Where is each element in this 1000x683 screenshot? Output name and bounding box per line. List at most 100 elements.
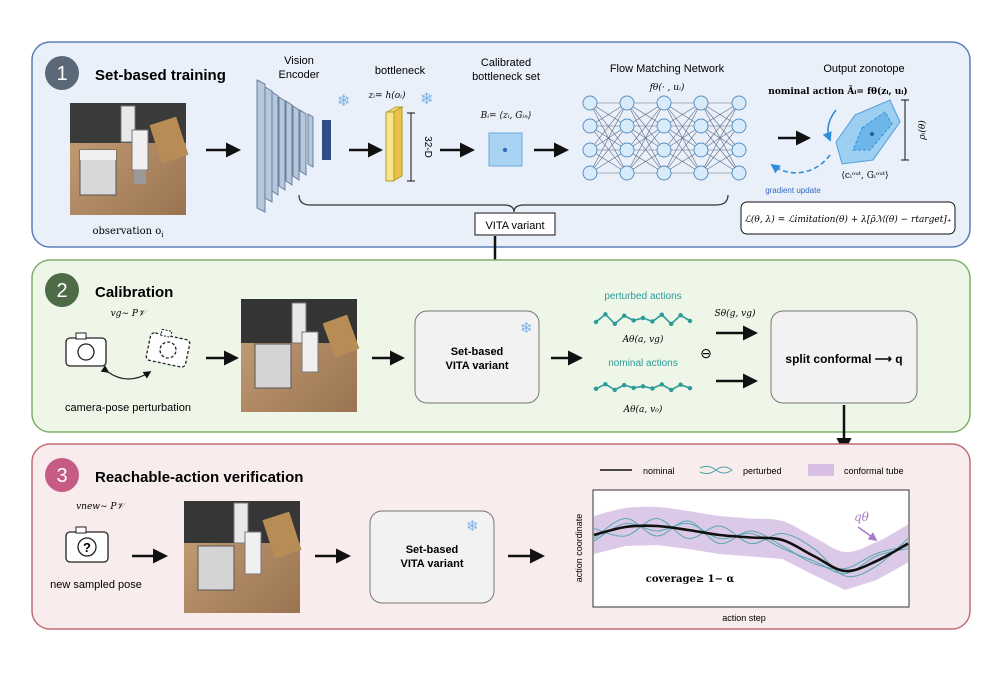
chart-plot xyxy=(593,506,909,590)
panel-set-based-training: 1 Set-based training observation oi xyxy=(31,41,971,248)
panel-calibration: 2 Calibration vg∼ P𝒱 camera-pose perturb… xyxy=(31,259,971,433)
nominal-action-point-9 xyxy=(678,382,683,387)
vita-variant-box xyxy=(474,212,556,236)
legend-perturbed: perturbed xyxy=(743,466,782,476)
vita-variant-label: VITA variant xyxy=(485,220,544,232)
perturbed-actions-label: perturbed actions xyxy=(604,291,681,302)
observation-label: observation oi xyxy=(93,226,165,239)
nominal-action-point-0 xyxy=(593,386,599,391)
nn-neuron-0-2 xyxy=(582,142,598,158)
perturbed-action-point-7 xyxy=(659,312,664,317)
chart-legend: nominal perturbed conformal tube xyxy=(600,464,904,476)
flow-matching-network xyxy=(582,95,747,181)
new-sample-eq: vnew∼ P𝒱 xyxy=(76,502,127,512)
nominal-action-point-3 xyxy=(622,382,627,388)
perturbed-eq: Aθ(a, vg) xyxy=(622,334,664,345)
perturbed-action-point-3 xyxy=(622,313,627,318)
perturbed-action-point-2 xyxy=(612,321,617,327)
calib-set-eq: Bᵢ= ⟨zᵢ, Gᵢₙ⟩ xyxy=(480,111,532,121)
bottleneck-eq: zᵢ= h(oᵢ) xyxy=(367,90,405,101)
panel3-number-badge xyxy=(45,458,79,492)
encoder-label-2: Encoder xyxy=(279,69,320,81)
q-label: qθ xyxy=(854,510,870,524)
perturbed-action-point-5 xyxy=(640,315,646,321)
verify-model-label-2: VITA variant xyxy=(401,558,464,570)
nominal-action-point-1 xyxy=(603,381,608,387)
bottleneck-vector xyxy=(385,106,404,182)
nominal-action-point-6 xyxy=(650,386,655,391)
zonotope-label: Output zonotope xyxy=(823,63,904,75)
dim-label: 32-D xyxy=(422,136,433,158)
perturbed-observation-image xyxy=(241,299,360,412)
encoder-label-1: Vision xyxy=(284,55,314,67)
nominal-action-point-4 xyxy=(631,385,636,391)
minus-symbol: ⊖ xyxy=(700,345,712,361)
perturbed-action-point-10 xyxy=(687,318,693,324)
nn-neuron-1-2 xyxy=(619,142,635,158)
nn-neuron-4-1 xyxy=(731,118,747,134)
panel2-title: Calibration xyxy=(95,284,173,301)
vision-encoder xyxy=(256,79,331,213)
nn-neuron-2-3 xyxy=(656,165,672,181)
conformal-box xyxy=(770,310,918,404)
new-pose-label: new sampled pose xyxy=(50,579,142,591)
new-observation-image xyxy=(184,501,302,613)
nominal-action-point-5 xyxy=(640,384,646,389)
camera-icon xyxy=(65,332,107,367)
perturbed-series-line-1 xyxy=(593,517,909,570)
legend-nominal: nominal xyxy=(643,466,675,476)
nn-neuron-3-1 xyxy=(693,118,709,134)
nominal-action-point-8 xyxy=(669,387,674,393)
nominal-action-eq: nominal action Ãᵢ= fθ(zᵢ, uᵢ) xyxy=(768,85,907,97)
calib-snowflake-icon: ❄ xyxy=(520,320,533,337)
perturbed-action-point-1 xyxy=(603,312,608,317)
nn-neuron-2-1 xyxy=(656,118,672,134)
verify-snowflake-icon: ❄ xyxy=(466,518,479,535)
panel1-title: Set-based training xyxy=(95,67,226,84)
nn-neuron-1-0 xyxy=(619,95,635,111)
nominal-series-line xyxy=(593,524,909,573)
nn-neuron-4-2 xyxy=(731,142,747,158)
observation-image xyxy=(70,103,189,215)
nn-neuron-0-3 xyxy=(582,165,598,181)
nn-neuron-3-0 xyxy=(693,95,709,111)
nominal-action-point-2 xyxy=(612,387,617,393)
panel2-number-badge xyxy=(45,273,79,307)
nominal-action-point-10 xyxy=(687,385,693,391)
verify-model-label-1: Set-based xyxy=(406,544,459,556)
nn-neuron-0-0 xyxy=(582,95,598,111)
panel1-number-badge xyxy=(45,56,79,90)
calib-sample-eq: vg∼ P𝒱 xyxy=(111,309,149,319)
panel3-title: Reachable-action verification xyxy=(95,469,303,486)
camera-label: camera-pose perturbation xyxy=(65,402,191,414)
loss-eq: ℒ(θ, λ) = ℒimitation(θ) + λ[ρ̄ℳ(θ) − rta… xyxy=(744,214,951,225)
nn-neuron-3-2 xyxy=(693,142,709,158)
verify-model-box xyxy=(369,510,495,604)
bottleneck-label: bottleneck xyxy=(375,65,426,77)
perturbed-action-point-8 xyxy=(669,321,674,327)
gradient-label: gradient update xyxy=(765,186,821,195)
perturbed-camera-icon xyxy=(145,328,191,368)
panel2-number: 2 xyxy=(56,280,67,302)
flow-eq: fθ(· , uᵢ) xyxy=(649,82,685,93)
nominal-actions-label: nominal actions xyxy=(608,358,677,369)
perturbed-action-point-9 xyxy=(678,312,683,318)
panel3-number: 3 xyxy=(56,465,67,487)
panel-reachable-action-verification: 3 Reachable-action verification vnew∼ P𝒱… xyxy=(31,443,971,630)
legend-tube-swatch xyxy=(808,464,834,476)
output-zonotope xyxy=(835,99,901,165)
zonotope-eq: ⟨cᵢᵒᵘᵗ, Gᵢᵒᵘᵗ⟩ xyxy=(841,171,888,181)
nominal-action-point-7 xyxy=(659,382,664,387)
coverage-label: coverage≥ 1− α xyxy=(646,574,735,585)
bottleneck-snowflake-icon: ❄ xyxy=(420,91,433,108)
calib-set-label-2: bottleneck set xyxy=(472,71,540,83)
perturbed-action-point-0 xyxy=(593,319,599,325)
panel1-number: 1 xyxy=(56,63,67,85)
nominal-eq: Aθ(a, v₀) xyxy=(623,404,663,415)
new-pose-camera-icon: ? xyxy=(65,526,109,563)
calib-set-label-1: Calibrated xyxy=(481,57,531,69)
frozen-snowflake-icon: ❄ xyxy=(337,93,350,110)
nn-neuron-4-0 xyxy=(731,95,747,111)
calib-model-label-1: Set-based xyxy=(451,346,504,358)
